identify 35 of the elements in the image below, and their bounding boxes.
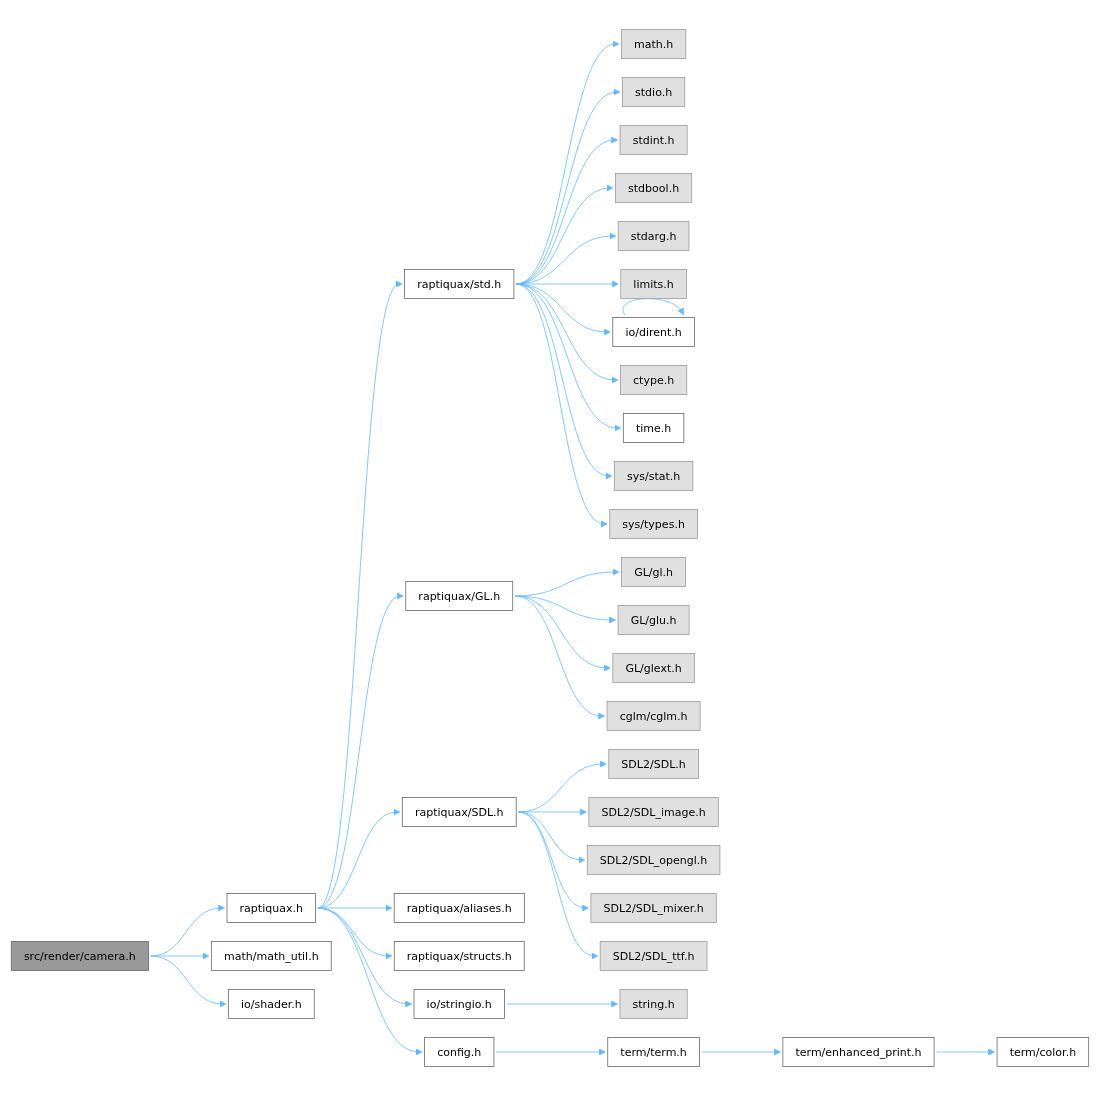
file-box: term/term.h — [607, 1037, 700, 1067]
file-box: term/enhanced_print.h — [782, 1037, 935, 1067]
file-box: SDL2/SDL_ttf.h — [599, 941, 708, 971]
file-box: stdio.h — [622, 77, 686, 107]
file-box: cglm/cglm.h — [606, 701, 701, 731]
file-box: io/stringio.h — [413, 989, 505, 1019]
file-box: SDL2/SDL_image.h — [588, 797, 719, 827]
file-box: raptiquax/structs.h — [393, 941, 525, 971]
file-box: ctype.h — [620, 365, 688, 395]
file-box: raptiquax/GL.h — [405, 581, 514, 611]
file-box: raptiquax/aliases.h — [393, 893, 525, 923]
file-box: sys/types.h — [609, 509, 698, 539]
file-box: SDL2/SDL_mixer.h — [590, 893, 717, 923]
file-box: math.h — [620, 29, 687, 59]
file-box: GL/gl.h — [621, 557, 687, 587]
file-box: io/shader.h — [227, 989, 315, 1019]
file-box: GL/glu.h — [617, 605, 690, 635]
file-box: stdarg.h — [617, 221, 690, 251]
file-box: time.h — [622, 413, 685, 443]
file-box: raptiquax/SDL.h — [401, 797, 517, 827]
file-box: GL/glext.h — [612, 653, 695, 683]
file-box: raptiquax.h — [226, 893, 316, 923]
file-box: math/math_util.h — [210, 941, 332, 971]
file-box: stdint.h — [619, 125, 688, 155]
file-box: string.h — [619, 989, 688, 1019]
file-box: SDL2/SDL_opengl.h — [586, 845, 721, 875]
file-box: SDL2/SDL.h — [608, 749, 699, 779]
file-box: sys/stat.h — [613, 461, 694, 491]
file-box: limits.h — [620, 269, 687, 299]
file-box: stdbool.h — [615, 173, 693, 203]
file-box: io/dirent.h — [612, 317, 695, 347]
file-box: raptiquax/std.h — [404, 269, 515, 299]
file-box: src/render/camera.h — [10, 941, 149, 971]
file-box: config.h — [424, 1037, 495, 1067]
file-box: term/color.h — [996, 1037, 1090, 1067]
